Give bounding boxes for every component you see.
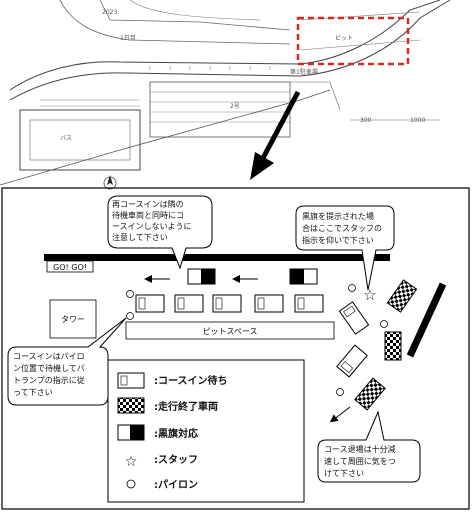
map-label: 300 (360, 117, 372, 124)
tower (49, 299, 97, 339)
callout-bubble-top: 再コースインは隣の 待機車両と同時にコ ースインしないように 注意して下さい (107, 195, 213, 270)
pitspace-label: ピットスペース (202, 327, 257, 336)
circuit-map: 2023 1日目 バス 2号 第1駐車場 ピット 300 1000 (0, 0, 451, 190)
map-label: 2023 (102, 9, 117, 16)
legend-staff-star-icon: ☆ (125, 454, 138, 470)
waiting-car (294, 294, 324, 313)
waiting-car (338, 301, 370, 335)
pylon (348, 284, 356, 292)
gogo-sign (46, 260, 94, 273)
legend-label: :コースイン待ち (154, 374, 228, 387)
legend-label: :走行終了車両 (154, 400, 218, 413)
course-line (44, 254, 390, 261)
waiting-car (212, 294, 242, 313)
pylon (126, 312, 134, 320)
bubble-bottom-line: 速して周囲に気をつ (324, 456, 396, 466)
tower-label: タワー (61, 315, 85, 324)
waiting-car (336, 344, 368, 378)
callout-bubble-left: コースインはパイロ ン位置で待機してパ トランプの指示に従 って下さい (7, 317, 127, 406)
bubble-right-line: 黒旗を提示された場 (302, 211, 374, 221)
map-label: 第1駐車場 (290, 68, 318, 76)
map-label: ピット (335, 35, 353, 42)
legend: :コースイン待ち :走行終了車両 :黒旗対応 ☆ :スタッフ :パイロン (107, 359, 305, 503)
bubble-right-line: 指示を仰いで下さい (302, 235, 374, 245)
bubble-top-line: 注意して下さい (112, 232, 168, 242)
gogo-label: GO! GO! (53, 263, 87, 272)
legend-label: :スタッフ (154, 454, 198, 466)
finished-car (384, 331, 402, 361)
diagram-frame (1, 187, 470, 510)
zoom-arrow-icon (250, 90, 301, 180)
compass-icon (103, 175, 117, 190)
bubble-left-line: コースインはパイロ (13, 352, 85, 361)
black-flag-car (187, 268, 216, 285)
legend-black-flag-car-icon (117, 424, 145, 441)
legend-pylon-icon (126, 479, 136, 489)
waiting-car (174, 294, 204, 313)
exit-arrow-icon (329, 406, 351, 423)
map-label: 1000 (410, 117, 425, 124)
bubble-right-line: 合はここでスタッフの (302, 223, 382, 233)
black-flag-car (289, 268, 318, 285)
bubble-top-line: ースインしないように (112, 222, 191, 231)
pit-area-highlight (296, 16, 410, 66)
bubble-left-line: ン位置で待機してパ (13, 363, 85, 373)
legend-label: :パイロン (154, 479, 198, 491)
bubble-left-line: って下さい (13, 388, 53, 397)
waiting-car (254, 294, 284, 313)
waiting-car (135, 294, 165, 313)
legend-label: :黒旗対応 (154, 427, 198, 440)
course-line-right (406, 282, 447, 358)
pit-space (125, 321, 335, 340)
staff-star-icon: ☆ (363, 286, 376, 304)
legend-finished-car-icon (117, 397, 145, 414)
bubble-top-line: 待機車両と同時にコ (112, 210, 184, 220)
pylon (336, 388, 344, 396)
finished-car (386, 279, 418, 313)
pylon (126, 290, 134, 298)
bubble-top-line: 再コースインは隣の (112, 199, 184, 209)
map-label: 2号 (230, 103, 240, 110)
legend-waiting-car-icon (117, 372, 145, 389)
pylon (380, 320, 388, 328)
bubble-left-line: トランプの指示に従 (13, 375, 85, 385)
map-label: 1日目 (120, 35, 136, 42)
bubble-bottom-line: コース退場は十分減 (324, 444, 396, 454)
finished-car (354, 377, 386, 411)
map-label: バス (60, 135, 72, 142)
bubble-bottom-line: けて下さい (324, 469, 364, 478)
callout-bubble-right: 黒旗を提示された場 合はここでスタッフの 指示を仰いで下さい (295, 205, 395, 291)
callout-bubble-bottom: コース退場は十分減 速して周囲に気をつ けて下さい (317, 410, 421, 483)
